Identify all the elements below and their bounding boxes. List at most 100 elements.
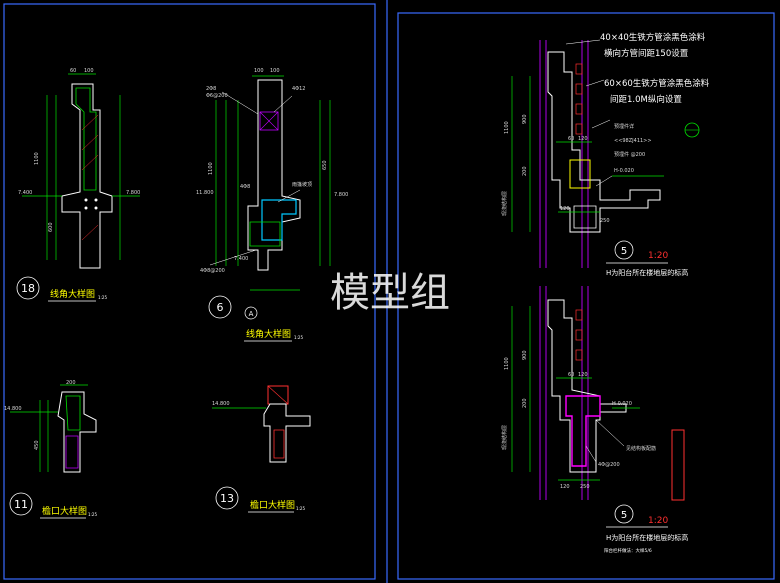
detail-number-circle <box>614 240 634 260</box>
detail-scale: 1:20 <box>648 251 668 261</box>
detail-title: 线角大样图 <box>246 328 291 340</box>
detail-number: 11 <box>14 498 28 511</box>
dimension-lines <box>215 75 331 291</box>
leader-lines <box>209 91 301 266</box>
railing-profile <box>547 299 627 473</box>
caption: H为阳台所在楼地层的标高 <box>606 533 688 542</box>
dim-label: 200 <box>522 166 528 176</box>
dim-label: 250 <box>580 484 590 490</box>
section-outline <box>263 403 311 463</box>
coping-cross <box>267 385 289 405</box>
level-label: H-0.020 <box>612 401 632 407</box>
red-marker-bar <box>671 429 685 501</box>
dim-label: 120 <box>560 484 570 490</box>
dim-label: 100 <box>254 68 264 74</box>
detail-scale: 1:25 <box>294 335 303 340</box>
footnote: 阳台栏杆做法：大样5/6 <box>604 547 652 554</box>
dim-label: 1100 <box>504 357 510 370</box>
dim-label: 1100 <box>504 121 510 134</box>
axis-lines <box>539 40 589 268</box>
watermark: 模型组 <box>330 270 450 316</box>
dim-label: 650 <box>322 160 328 170</box>
detail-number-circle <box>208 295 232 319</box>
embedded-box <box>259 111 279 131</box>
left-frame <box>3 3 376 580</box>
note: 雨篷坡顶 <box>292 181 312 188</box>
note: 4Φ@200 <box>598 462 620 468</box>
hatch-box <box>65 435 79 469</box>
detail-number: 18 <box>21 282 35 295</box>
dim-label: 1100 <box>208 162 214 175</box>
detail-number-circle <box>614 504 634 524</box>
hatch-box <box>273 429 285 459</box>
axis-circle <box>244 306 258 320</box>
note: 4Φ8 <box>240 184 250 190</box>
detail-13: 14.800 13 檐口大样图 1:25 <box>212 385 311 513</box>
level-label: 11.800 <box>196 190 214 196</box>
detail-number: 13 <box>220 492 234 505</box>
detail-number: 5 <box>621 510 627 521</box>
dimension-lines <box>511 76 664 232</box>
dimension-lines <box>10 384 88 472</box>
note: 40×40生铁方管涂黑色涂料 <box>600 32 706 43</box>
detail-scale: 1:25 <box>98 295 107 300</box>
dim-label: 60 <box>568 136 574 142</box>
caption: H为阳台所在楼地层的标高 <box>606 268 688 277</box>
dim-label: 1100 <box>34 152 40 165</box>
railing-detail-bottom: 见结构板配筋 4Φ@200 H-0.020 1100 900 200 60 12… <box>501 286 688 554</box>
slab-box <box>573 205 597 229</box>
detail-title: 线角大样图 <box>50 288 95 300</box>
detail-scale: 1:25 <box>88 512 97 517</box>
dim-label: 60 <box>70 68 76 74</box>
section-outline <box>57 391 97 473</box>
dim-label: 120 <box>560 206 570 212</box>
section-outline <box>247 79 301 271</box>
note: 60×60生铁方管涂黑色涂料 <box>604 78 710 89</box>
note: 预埋件详 <box>614 123 634 130</box>
level-label: 7.400 <box>234 256 248 262</box>
section-label: 现浇结构层 <box>501 425 508 450</box>
rebar-outline <box>75 87 97 191</box>
level-label: H-0.020 <box>614 168 634 174</box>
note: <<98ZJ411>> <box>614 138 652 144</box>
leader-lines <box>585 419 625 463</box>
drawing-frames <box>3 0 775 583</box>
note: 间距1.0M纵向设置 <box>610 94 682 105</box>
hatch <box>81 114 99 241</box>
detail-number-circle <box>16 276 40 300</box>
level-label: 7.400 <box>18 190 32 196</box>
embed-plate <box>569 159 591 189</box>
axis-label: A <box>249 310 254 318</box>
detail-title: 檐口大样图 <box>42 505 87 517</box>
detail-18: 60 100 1100 600 7.400 7.800 18 线角大样图 1:2… <box>16 68 140 302</box>
dim-label: 450 <box>34 440 40 450</box>
note: 2Φ8 <box>206 86 216 92</box>
level-label: 7.800 <box>334 192 348 198</box>
railing-profile <box>547 51 661 233</box>
detail-title: 檐口大样图 <box>250 499 295 511</box>
detail-number: 5 <box>621 246 627 257</box>
note: 预埋件 @200 <box>614 151 645 158</box>
right-frame <box>397 12 775 580</box>
dim-label: 200 <box>66 380 76 386</box>
dim-label: 60 <box>568 372 574 378</box>
detail-number-circle <box>215 486 239 510</box>
note: Φ6@200 <box>206 93 228 99</box>
post-segments <box>575 63 583 135</box>
dim-label: 900 <box>522 114 528 124</box>
section-label: 现浇结构层 <box>501 191 508 216</box>
dim-label: 120 <box>578 372 588 378</box>
rebar-outline-cyan <box>261 199 297 241</box>
dim-label: 100 <box>84 68 94 74</box>
rebar-outline <box>565 395 601 467</box>
dim-label: 600 <box>48 222 54 232</box>
note: 4Φ8@200 <box>200 268 225 274</box>
level-label: 14.800 <box>4 406 22 412</box>
leader-lines <box>565 39 613 187</box>
dim-label: 200 <box>522 398 528 408</box>
rebar-outline <box>65 395 81 431</box>
detail-number: 6 <box>217 301 224 314</box>
note: 4Φ12 <box>292 86 305 92</box>
section-outline <box>61 83 113 269</box>
